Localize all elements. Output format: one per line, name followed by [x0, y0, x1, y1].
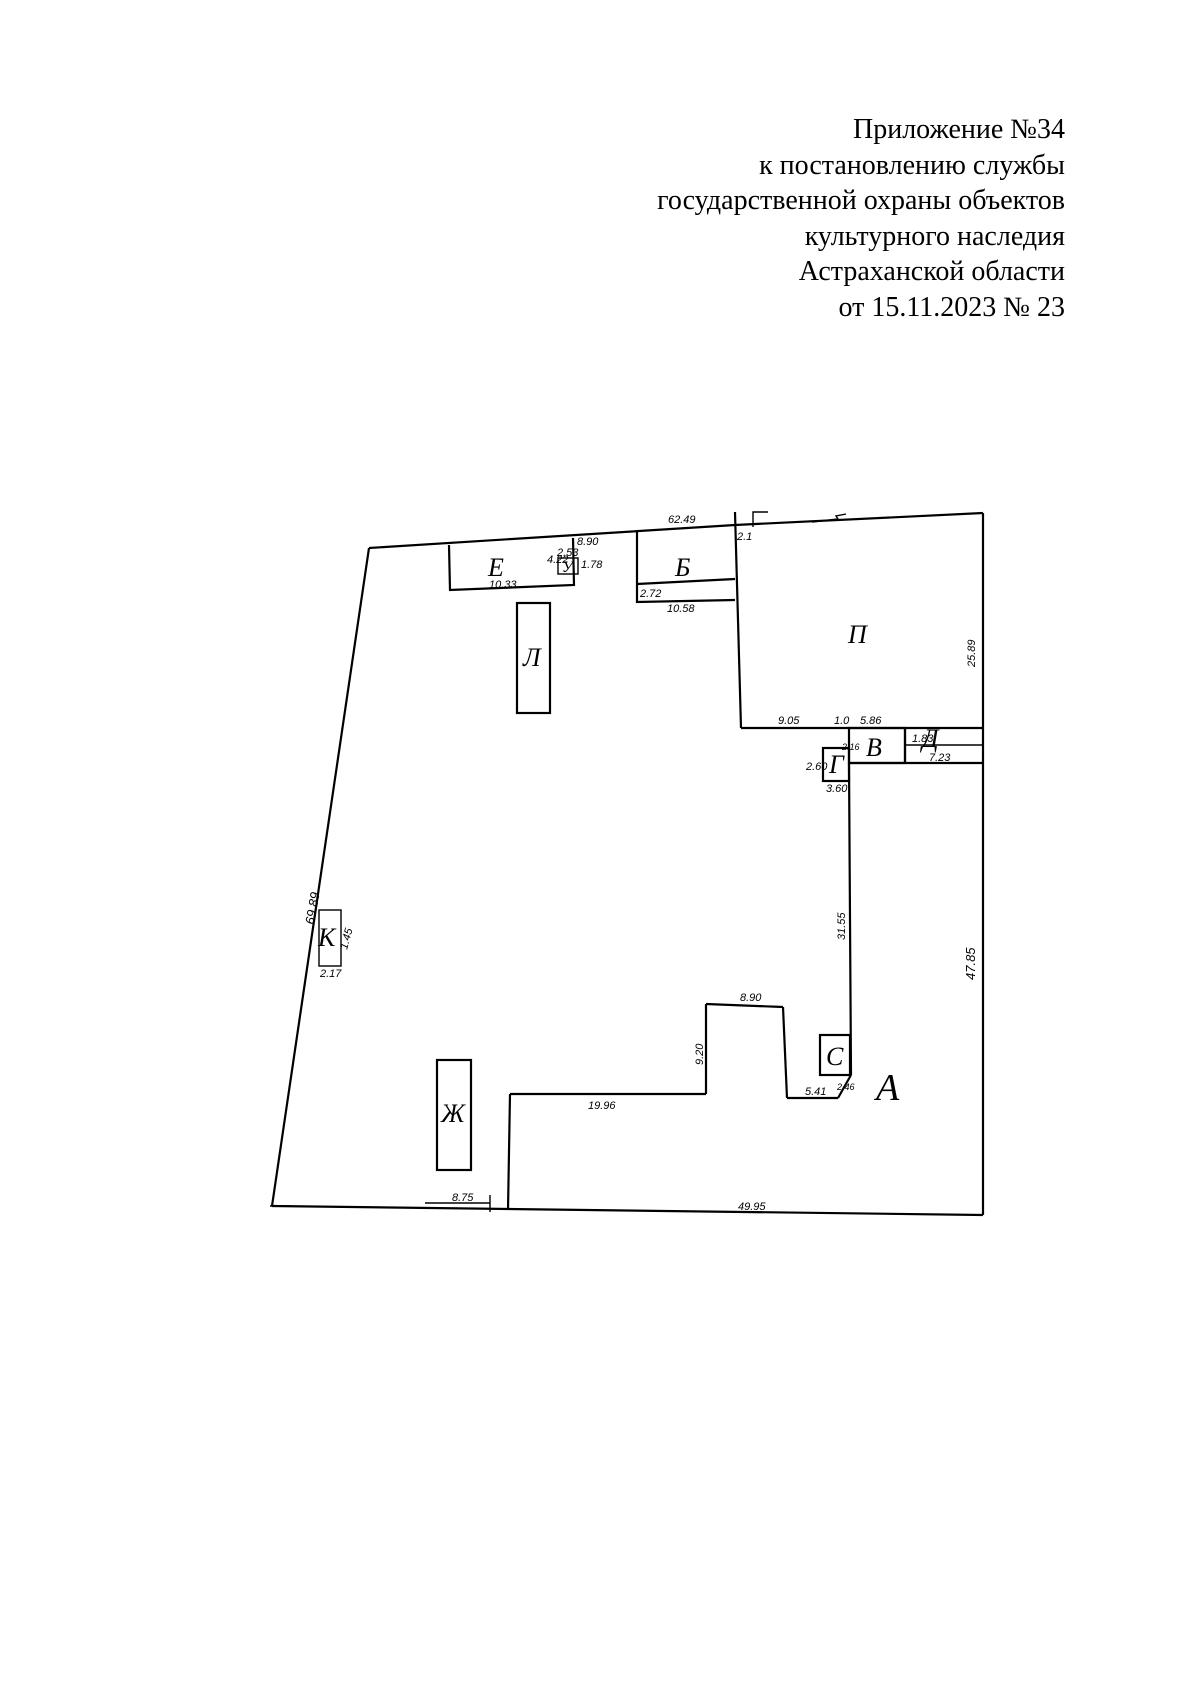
dim-building-k-bottom: 2.17: [319, 968, 342, 980]
building-zh: [435, 1058, 473, 1172]
building-u: [557, 557, 579, 575]
label-p: П: [847, 620, 869, 649]
dim-building-p-side: 25.89: [966, 639, 978, 668]
dim-building-s-corner: 2.46: [836, 1082, 855, 1092]
building-k: [318, 909, 342, 967]
dim-building-e-side: 4.22: [547, 554, 568, 566]
dim-building-v-top: 5.86: [860, 715, 882, 727]
label-d: Д: [919, 724, 940, 753]
dim-building-k-side: 1.45: [338, 926, 355, 951]
dim-building-p-bottom-mid: 1.0: [834, 715, 850, 727]
dim-building-d-side: 1.83: [912, 733, 934, 745]
dim-bottom-small: 8.75: [452, 1192, 474, 1204]
appendix-ref-line: к постановлению службы: [759, 149, 1065, 181]
appendix-date-number: от 15.11.2023 № 23: [838, 291, 1065, 323]
north-extension: [752, 511, 847, 527]
label-v: В: [866, 733, 882, 762]
dim-inner-right-side: 31.55: [836, 912, 848, 940]
label-a: А: [873, 1067, 900, 1109]
dim-left-boundary: 69.89: [302, 891, 322, 926]
dim-building-b-bottom: 10.58: [667, 603, 695, 615]
plot-boundary: [270, 511, 985, 1217]
label-b: Б: [674, 553, 690, 582]
building-l-top: [515, 601, 552, 715]
dim-building-d-bottom: 7.23: [929, 752, 951, 764]
dim-notch-left: 9.20: [694, 1043, 706, 1065]
dim-building-u-top: 2.53: [556, 547, 579, 559]
dim-building-p-bottom-left: 9.05: [778, 715, 800, 727]
label-zh: Ж: [440, 1099, 466, 1128]
dim-corner-top: 2.1: [736, 531, 752, 543]
label-k: К: [317, 923, 337, 952]
dim-bottom-boundary: 49.95: [738, 1201, 766, 1213]
dim-building-u-side: 1.78: [581, 559, 603, 571]
appendix-ref-line: государственной охраны объектов: [657, 185, 1065, 216]
dim-building-g-top: 2.16: [841, 742, 860, 752]
dim-top-boundary: 62.49: [668, 514, 696, 526]
label-l-top: Л: [522, 643, 542, 672]
building-s: [818, 1033, 852, 1077]
dim-notch-top: 8.90: [740, 992, 762, 1004]
dim-outer-right-side: 47.85: [963, 947, 978, 980]
dim-building-g-side: 2.60: [805, 761, 828, 773]
inner-boundary: [506, 511, 983, 1211]
building-e: [447, 537, 576, 592]
label-u: У: [562, 559, 575, 576]
building-d: [903, 728, 983, 763]
building-g: [821, 746, 851, 783]
label-e: Е: [487, 553, 504, 582]
dim-building-s-bottom: 5.41: [805, 1086, 826, 1098]
label-s: С: [826, 1042, 844, 1071]
appendix-title: Приложение №34: [853, 114, 1065, 145]
building-b: [635, 530, 736, 604]
dim-building-g-bottom: 3.60: [826, 783, 848, 795]
dim-building-e-bottom: 10.33: [489, 579, 517, 591]
dim-building-e-top: 8.90: [577, 536, 599, 548]
measurement-8-75: [425, 1195, 491, 1212]
dim-inner-bottom: 19.96: [588, 1100, 616, 1112]
appendix-header: Приложение №34 к постановлению службы го…: [505, 112, 1065, 325]
label-g: Г: [828, 750, 845, 779]
appendix-ref-line: Астраханской области: [798, 256, 1065, 287]
appendix-ref-line: культурного наследия: [804, 220, 1065, 252]
dim-building-b-side: 2.72: [639, 588, 661, 600]
